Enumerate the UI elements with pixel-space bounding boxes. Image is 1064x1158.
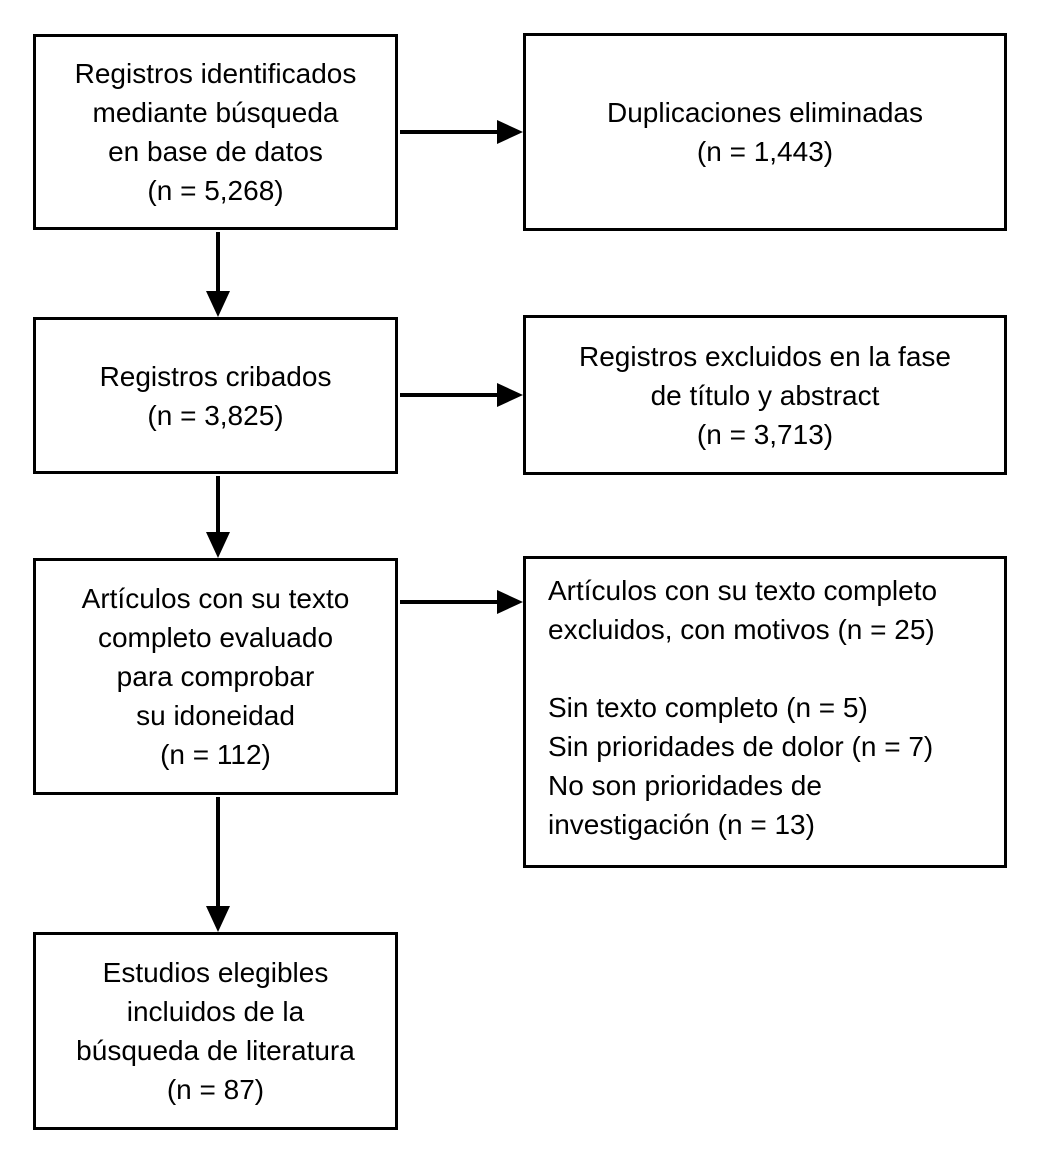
node-articulos-excluidos-con-motivos: Artículos con su texto completo excluido… bbox=[523, 556, 1007, 868]
node-registros-identificados: Registros identificados mediante búsqued… bbox=[33, 34, 398, 230]
arrow-identificados-to-duplicaciones-icon bbox=[400, 120, 523, 144]
node-articulos-excluidos-con-motivos-text: Artículos con su texto completo excluido… bbox=[548, 575, 938, 840]
node-registros-cribados: Registros cribados (n = 3,825) bbox=[33, 317, 398, 474]
arrow-cribados-to-texto-completo-icon bbox=[206, 476, 230, 558]
arrow-texto-completo-to-excluidos-motivos-icon bbox=[400, 590, 523, 614]
node-estudios-elegibles-incluidos-text: Estudios elegibles incluidos de la búsqu… bbox=[76, 957, 355, 1105]
node-duplicaciones-eliminadas: Duplicaciones eliminadas (n = 1,443) bbox=[523, 33, 1007, 231]
arrow-texto-completo-to-elegibles-icon bbox=[206, 797, 230, 932]
node-articulos-texto-completo-evaluado: Artículos con su texto completo evaluado… bbox=[33, 558, 398, 795]
node-registros-excluidos-fase: Registros excluidos en la fase de título… bbox=[523, 315, 1007, 475]
node-estudios-elegibles-incluidos: Estudios elegibles incluidos de la búsqu… bbox=[33, 932, 398, 1130]
arrow-cribados-to-excluidos-fase-icon bbox=[400, 383, 523, 407]
node-articulos-texto-completo-evaluado-text: Artículos con su texto completo evaluado… bbox=[81, 583, 350, 770]
node-duplicaciones-eliminadas-text: Duplicaciones eliminadas (n = 1,443) bbox=[607, 97, 923, 167]
node-registros-excluidos-fase-text: Registros excluidos en la fase de título… bbox=[579, 340, 951, 450]
node-registros-identificados-text: Registros identificados mediante búsqued… bbox=[74, 58, 357, 206]
node-registros-cribados-text: Registros cribados (n = 3,825) bbox=[99, 360, 332, 431]
arrow-identificados-to-cribados-icon bbox=[206, 232, 230, 317]
